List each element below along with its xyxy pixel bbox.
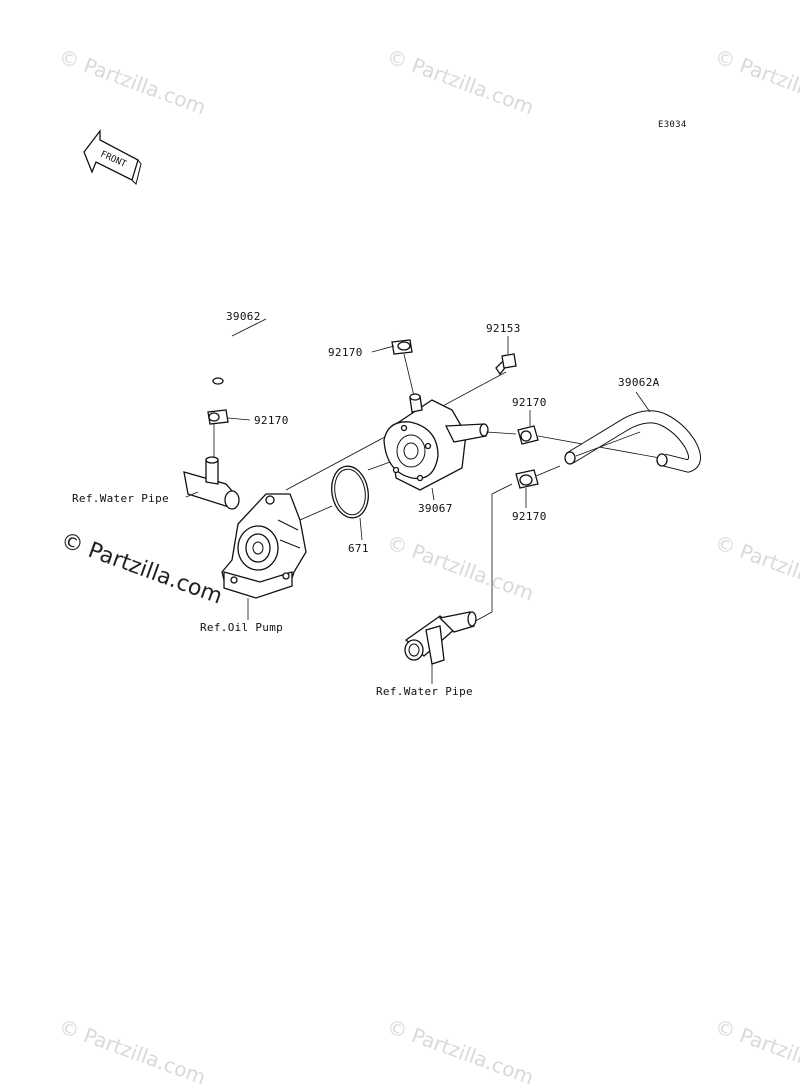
part-label-92170-left[interactable]: 92170 — [254, 414, 289, 427]
hose-39062 — [212, 271, 403, 385]
oil-pump — [221, 493, 307, 599]
ref-label-water-pipe-bottom: Ref.Water Pipe — [376, 685, 473, 698]
water-pipe-left — [183, 456, 240, 510]
part-label-92153[interactable]: 92153 — [486, 322, 521, 335]
bolt-92153 — [495, 353, 517, 376]
ref-label-oil-pump: Ref.Oil Pump — [200, 621, 284, 634]
part-label-92170-lower[interactable]: 92170 — [512, 510, 547, 523]
part-label-39067[interactable]: 39067 — [418, 502, 453, 515]
part-label-671[interactable]: 671 — [348, 542, 369, 555]
parts-diagram: © Partzilla.com © Partzilla.com © Partzi… — [56, 44, 800, 1089]
oring-671 — [331, 465, 369, 519]
water-pipe-bottom — [404, 611, 477, 665]
part-label-92170-right[interactable]: 92170 — [512, 396, 547, 409]
diagram-art: FRONT — [83, 129, 701, 684]
hose-39062a — [564, 410, 701, 473]
diagram-code: E3034 — [658, 120, 687, 130]
ref-label-water-pipe-left: Ref.Water Pipe — [72, 492, 169, 505]
part-label-39062a[interactable]: 39062A — [618, 376, 660, 389]
clamp-92170-top — [391, 339, 413, 355]
clamp-92170-left — [207, 409, 229, 425]
part-label-39062[interactable]: 39062 — [226, 310, 261, 323]
oil-cooler-39067 — [383, 393, 489, 491]
clamp-92170-right — [517, 425, 539, 445]
clamp-92170-lower — [515, 469, 539, 489]
part-label-92170-top[interactable]: 92170 — [328, 346, 363, 359]
front-arrow-icon: FRONT — [83, 129, 142, 185]
